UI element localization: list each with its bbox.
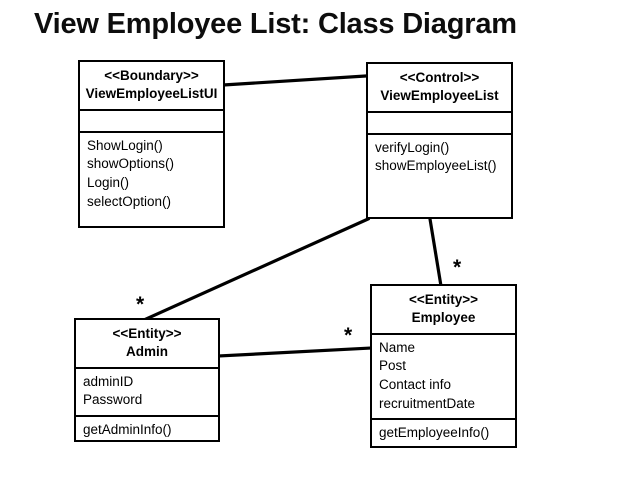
association-boundary-control xyxy=(221,74,368,87)
method-item: ShowLogin() xyxy=(87,137,163,153)
class-stereotype: <<Boundary>> xyxy=(104,68,199,83)
class-header-viewemployeelist: <<Control>> ViewEmployeeList xyxy=(368,64,511,113)
class-attributes-viewemployeelist xyxy=(368,113,511,135)
class-box-viewemployeelist[interactable]: <<Control>> ViewEmployeeList verifyLogin… xyxy=(366,62,513,219)
class-stereotype: <<Entity>> xyxy=(408,292,479,307)
class-header-viewemployeelistui: <<Boundary>> ViewEmployeeListUI xyxy=(80,62,223,111)
class-name: Admin xyxy=(126,343,168,359)
class-header-admin: <<Entity>> Admin xyxy=(76,320,218,369)
attribute-item: recruitmentDate xyxy=(379,395,476,411)
attribute-item: adminID xyxy=(83,373,134,389)
association-control-admin xyxy=(143,216,371,322)
class-header-employee: <<Entity>> Employee xyxy=(372,286,515,335)
multiplicity-employee-left: * xyxy=(344,324,353,347)
method-item: getAdminInfo() xyxy=(83,421,172,437)
page-title: View Employee List: Class Diagram xyxy=(34,8,517,40)
class-stereotype: <<Control>> xyxy=(399,70,480,85)
multiplicity-admin: * xyxy=(136,293,145,316)
class-name: ViewEmployeeList xyxy=(380,87,499,103)
class-methods-employee: getEmployeeInfo() xyxy=(372,420,515,448)
class-attributes-employee: Name Post Contact info recruitmentDate xyxy=(372,335,515,421)
method-item: showEmployeeList() xyxy=(375,158,497,174)
multiplicity-employee-top: * xyxy=(453,256,462,279)
attribute-item: Password xyxy=(83,392,143,408)
class-name: ViewEmployeeListUI xyxy=(85,85,218,101)
association-admin-employee xyxy=(217,346,373,358)
class-box-viewemployeelistui[interactable]: <<Boundary>> ViewEmployeeListUI ShowLogi… xyxy=(78,60,225,228)
class-attributes-admin: adminID Password xyxy=(76,369,218,417)
attribute-item: Name xyxy=(379,339,416,355)
association-control-employee xyxy=(428,217,443,288)
class-attributes-viewemployeelistui xyxy=(80,111,223,133)
class-name: Employee xyxy=(411,309,476,325)
method-item: getEmployeeInfo() xyxy=(379,425,490,441)
attribute-item: Post xyxy=(379,358,407,374)
method-item: showOptions() xyxy=(87,156,175,172)
class-methods-admin: getAdminInfo() xyxy=(76,417,218,445)
class-box-admin[interactable]: <<Entity>> Admin adminID Password getAdm… xyxy=(74,318,220,442)
method-item: selectOption() xyxy=(87,193,172,209)
method-item: Login() xyxy=(87,174,130,190)
attribute-item: Contact info xyxy=(379,376,452,392)
class-stereotype: <<Entity>> xyxy=(112,326,182,341)
class-box-employee[interactable]: <<Entity>> Employee Name Post Contact in… xyxy=(370,284,517,448)
class-methods-viewemployeelist: verifyLogin() showEmployeeList() xyxy=(368,135,511,217)
method-item: verifyLogin() xyxy=(375,139,450,155)
class-methods-viewemployeelistui: ShowLogin() showOptions() Login() select… xyxy=(80,133,223,226)
